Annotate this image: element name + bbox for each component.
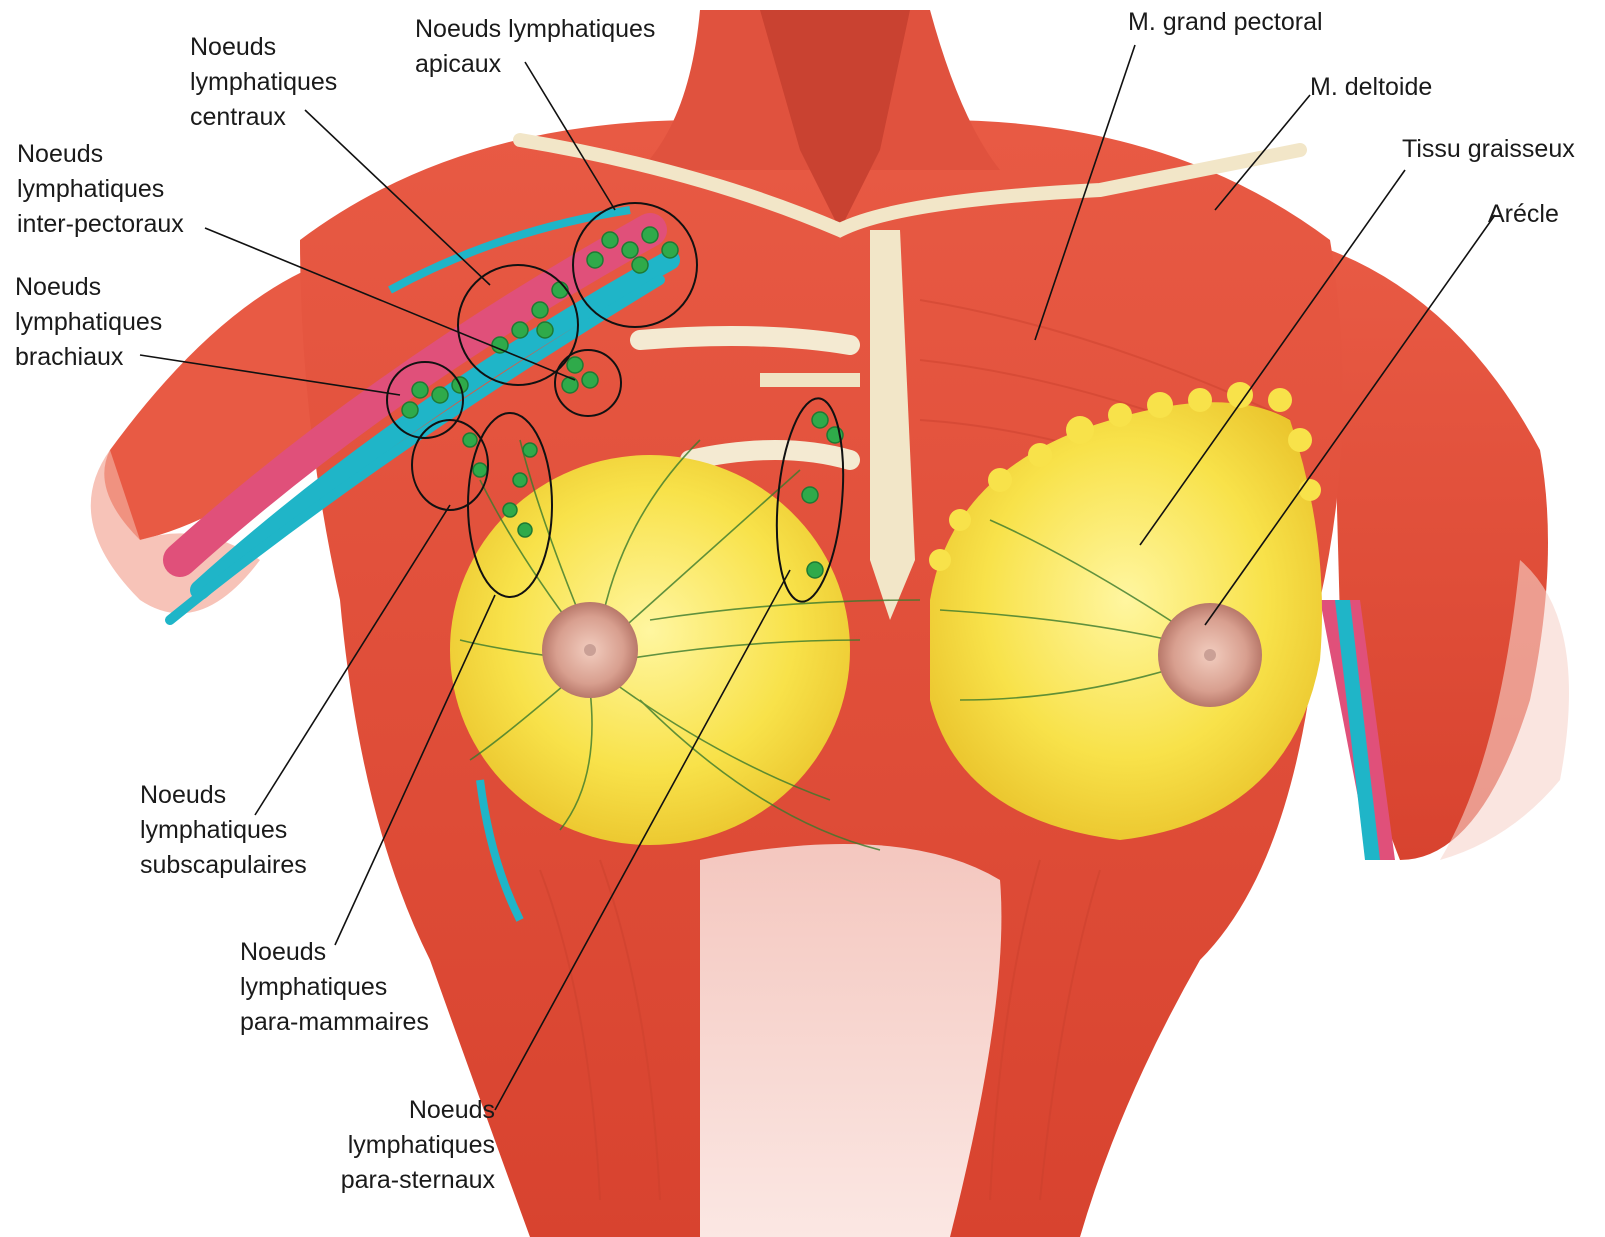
label-grand-pectoral: M. grand pectoral	[1128, 5, 1323, 40]
label-subscapulaires-line-1: Noeuds	[140, 778, 307, 813]
label-centraux-line-2: lymphatiques	[190, 65, 337, 100]
right-arm	[1320, 250, 1569, 860]
label-para-sternaux: Noeuds lymphatiques para-sternaux	[325, 1093, 495, 1198]
label-grand-pectoral-line-1: M. grand pectoral	[1128, 5, 1323, 40]
label-centraux-line-3: centraux	[190, 100, 337, 135]
label-apicaux-line-1: Noeuds lymphatiques	[415, 12, 655, 47]
label-deltoide-line-1: M. deltoide	[1310, 70, 1432, 105]
label-deltoide: M. deltoide	[1310, 70, 1432, 105]
label-para-sternaux-line-2: lymphatiques	[325, 1128, 495, 1163]
label-inter-pectoraux-line-2: lymphatiques	[17, 172, 184, 207]
label-para-sternaux-line-3: para-sternaux	[325, 1163, 495, 1198]
label-brachiaux-line-1: Noeuds	[15, 270, 162, 305]
label-subscapulaires-line-2: lymphatiques	[140, 813, 307, 848]
label-apicaux-line-2: apicaux	[415, 47, 655, 82]
label-brachiaux: Noeuds lymphatiques brachiaux	[15, 270, 162, 375]
label-inter-pectoraux-line-3: inter-pectoraux	[17, 207, 184, 242]
label-tissu-graisseux-line-1: Tissu graisseux	[1402, 132, 1575, 167]
label-para-mammaires-line-1: Noeuds	[240, 935, 429, 970]
label-subscapulaires-line-3: subscapulaires	[140, 848, 307, 883]
label-inter-pectoraux: Noeuds lymphatiques inter-pectoraux	[17, 137, 184, 242]
label-areole-line-1: Arécle	[1488, 197, 1559, 232]
label-tissu-graisseux: Tissu graisseux	[1402, 132, 1575, 167]
label-inter-pectoraux-line-1: Noeuds	[17, 137, 184, 172]
label-para-mammaires: Noeuds lymphatiques para-mammaires	[240, 935, 429, 1040]
label-brachiaux-line-2: lymphatiques	[15, 305, 162, 340]
label-centraux: Noeuds lymphatiques centraux	[190, 30, 337, 135]
label-apicaux: Noeuds lymphatiques apicaux	[415, 12, 655, 82]
label-brachiaux-line-3: brachiaux	[15, 340, 162, 375]
label-para-mammaires-line-2: lymphatiques	[240, 970, 429, 1005]
label-areole: Arécle	[1488, 197, 1559, 232]
label-para-mammaires-line-3: para-mammaires	[240, 1005, 429, 1040]
label-para-sternaux-line-1: Noeuds	[325, 1093, 495, 1128]
label-centraux-line-1: Noeuds	[190, 30, 337, 65]
label-subscapulaires: Noeuds lymphatiques subscapulaires	[140, 778, 307, 883]
